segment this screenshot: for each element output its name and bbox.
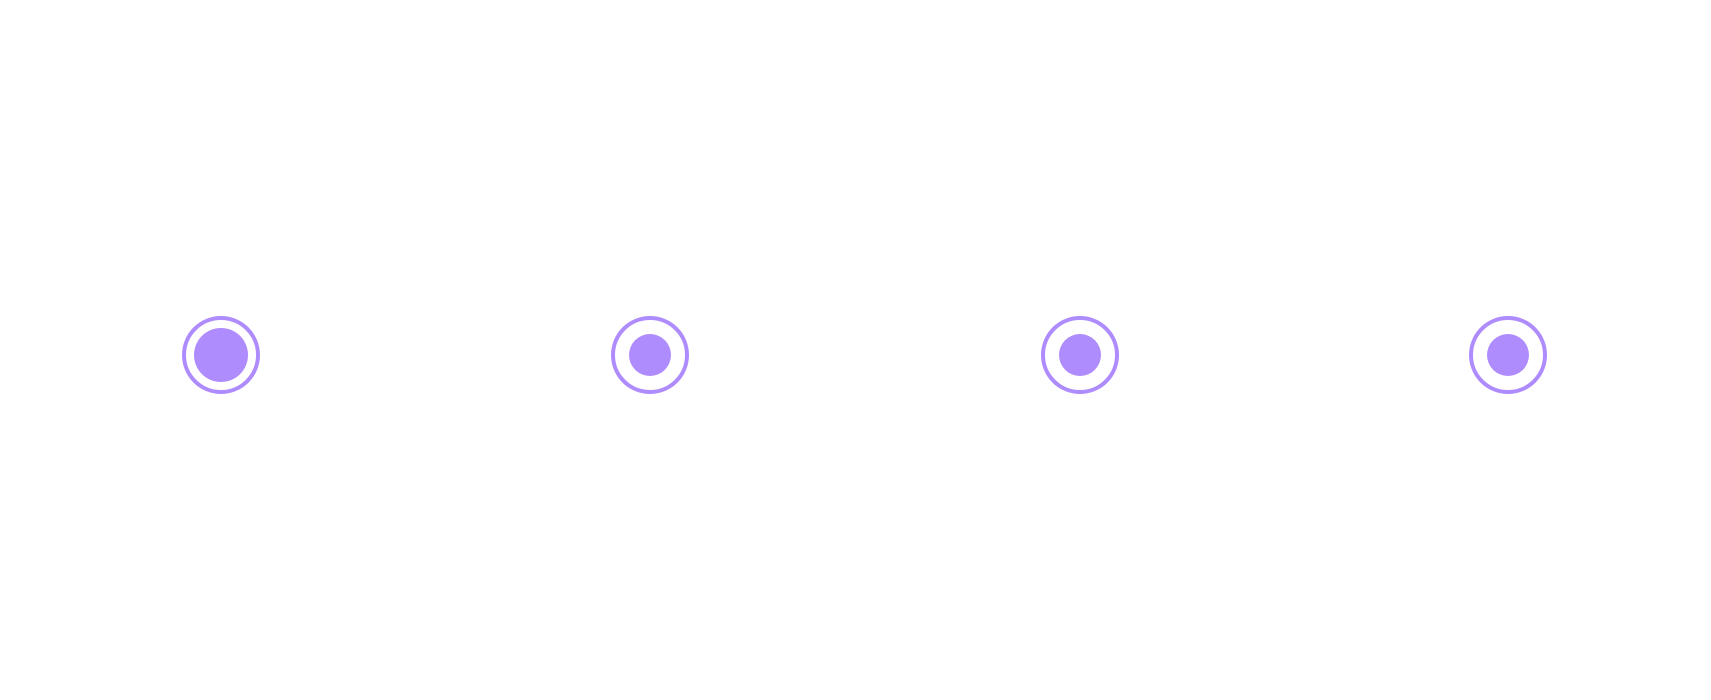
radio-button-2[interactable] [611, 316, 689, 394]
radio-button-3[interactable] [1041, 316, 1119, 394]
radio-button-1[interactable] [182, 316, 260, 394]
radio-selected-dot-icon [629, 334, 671, 376]
radio-button-4[interactable] [1469, 316, 1547, 394]
radio-selected-dot-icon [194, 328, 248, 382]
radio-selected-dot-icon [1487, 334, 1529, 376]
radio-selected-dot-icon [1059, 334, 1101, 376]
